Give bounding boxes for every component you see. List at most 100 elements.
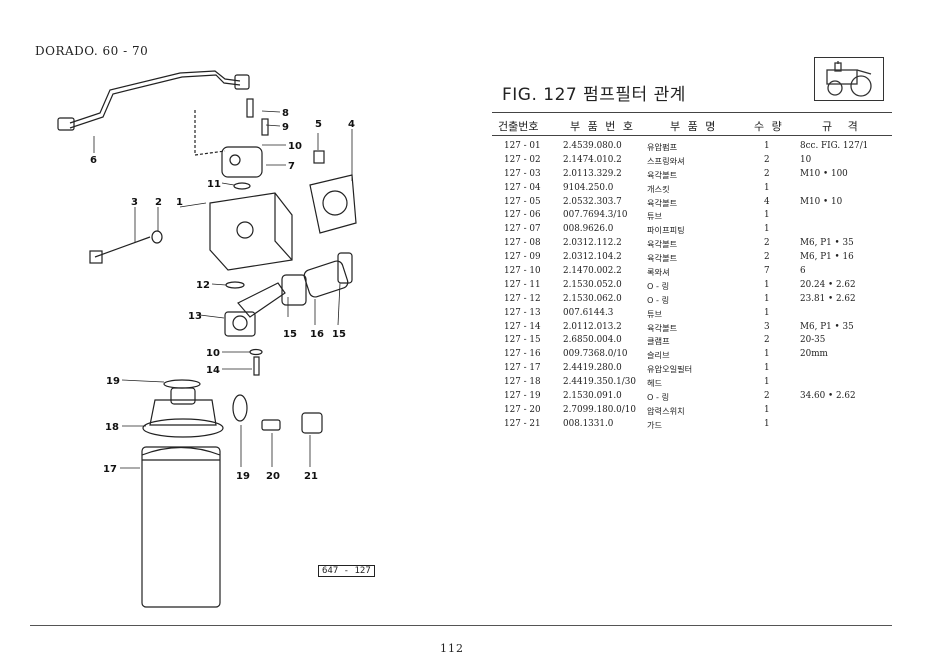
cell-spec: 20.24 • 2.62 — [800, 279, 856, 290]
cell-ref: 127 - 13 — [504, 307, 541, 318]
callout-6: 6 — [90, 155, 97, 166]
cell-part-name: 파이프피팅 — [647, 225, 685, 236]
cell-quantity: 2 — [764, 252, 770, 263]
plate-id: 647 - 127 — [318, 565, 375, 577]
cell-quantity: 1 — [764, 141, 770, 151]
cell-quantity: 7 — [764, 266, 770, 277]
cell-quantity: 2 — [764, 168, 770, 179]
cell-quantity: 1 — [764, 182, 770, 193]
cell-spec: 8cc. FIG. 127/1 — [800, 141, 869, 151]
cell-ref: 127 - 01 — [504, 141, 541, 151]
cell-part-name: 헤드 — [647, 378, 663, 389]
cell-part-name: 스프링와셔 — [647, 155, 685, 166]
cell-part-number: 2.0112.013.2 — [563, 321, 622, 332]
cell-spec: M10 • 100 — [800, 168, 848, 179]
callout-11: 11 — [207, 179, 221, 190]
cell-part-name: 육각볼트 — [647, 197, 678, 208]
cell-part-number: 2.0532.303.7 — [563, 196, 622, 207]
cell-ref: 127 - 07 — [504, 224, 541, 235]
header-ref: 건출번호 — [498, 120, 539, 133]
cell-part-name: O - 링 — [647, 280, 670, 291]
cell-part-number: 2.1474.010.2 — [563, 154, 622, 165]
tractor-icon — [814, 57, 884, 101]
cell-spec: 10 — [800, 154, 812, 165]
callout-2: 2 — [155, 197, 162, 208]
page-number: 112 — [440, 642, 464, 655]
cell-ref: 127 - 10 — [504, 266, 541, 277]
table-row: 127 - 18 2.4419.350.1/30 헤드 1 — [492, 377, 892, 391]
cell-part-name: 압력스위치 — [647, 405, 685, 416]
cell-spec: M10 • 10 — [800, 196, 843, 207]
cell-quantity: 1 — [764, 293, 770, 304]
cell-spec: 34.60 • 2.62 — [800, 391, 856, 402]
callout-15-left: 15 — [283, 329, 297, 340]
cell-part-name: 유압펌프 — [647, 142, 678, 152]
cell-ref: 127 - 15 — [504, 335, 541, 346]
callout-14: 14 — [206, 365, 220, 376]
callout-19-right: 19 — [236, 471, 250, 482]
cell-part-number: 2.1530.091.0 — [563, 391, 622, 402]
header-quantity: 수 량 — [754, 120, 784, 133]
cell-quantity: 1 — [764, 349, 770, 360]
cell-part-name: O - 링 — [647, 294, 670, 305]
cell-ref: 127 - 12 — [504, 293, 541, 304]
cell-part-number: 2.0113.329.2 — [563, 168, 622, 179]
callout-5: 5 — [315, 119, 322, 130]
header-part-number: 부 품 번 호 — [570, 120, 635, 133]
cell-part-number: 9104.250.0 — [563, 182, 614, 193]
cell-part-name: 개스킷 — [647, 183, 670, 194]
table-header-rule — [492, 135, 892, 136]
cell-quantity: 1 — [764, 377, 770, 388]
cell-part-number: 2.4419.280.0 — [563, 363, 622, 374]
callout-4: 4 — [348, 119, 355, 130]
cell-part-name: 육각볼트 — [647, 322, 678, 333]
cell-quantity: 1 — [764, 363, 770, 374]
cell-part-number: 007.7694.3/10 — [563, 210, 628, 221]
header-spec: 규 격 — [822, 120, 864, 133]
exploded-parts-drawing: 6 8 9 10 7 11 5 4 3 2 1 12 13 15 16 15 1… — [57, 70, 357, 608]
header-part-name: 부 품 명 — [670, 120, 718, 133]
cell-spec: 20-35 — [800, 335, 826, 346]
callout-19-left: 19 — [106, 376, 120, 387]
cell-part-number: 2.1530.062.0 — [563, 293, 622, 304]
callout-9: 9 — [282, 122, 289, 133]
cell-ref: 127 - 21 — [504, 418, 541, 429]
cell-spec: 6 — [800, 266, 806, 277]
cell-ref: 127 - 14 — [504, 321, 541, 332]
callout-12: 12 — [196, 280, 210, 291]
cell-part-number: 2.4419.350.1/30 — [563, 377, 636, 388]
cell-quantity: 2 — [764, 238, 770, 249]
cell-ref: 127 - 17 — [504, 363, 541, 374]
cell-part-name: 클램프 — [647, 336, 670, 347]
cell-part-name: O - 링 — [647, 392, 670, 403]
cell-part-number: 008.9626.0 — [563, 224, 614, 235]
callout-8: 8 — [282, 108, 289, 119]
cell-spec: 20mm — [800, 349, 828, 360]
cell-ref: 127 - 09 — [504, 252, 541, 263]
callout-18: 18 — [105, 422, 119, 433]
cell-spec: M6, P1 • 16 — [800, 252, 854, 263]
cell-ref: 127 - 08 — [504, 238, 541, 249]
cell-part-number: 2.1530.052.0 — [563, 279, 622, 290]
model-title: DORADO. 60 - 70 — [35, 44, 149, 58]
cell-quantity: 4 — [764, 196, 770, 207]
cell-spec: 23.81 • 2.62 — [800, 293, 856, 304]
footer-rule — [30, 625, 892, 626]
cell-quantity: 2 — [764, 335, 770, 346]
callout-1: 1 — [176, 197, 183, 208]
cell-ref: 127 - 18 — [504, 377, 541, 388]
cell-part-number: 2.0312.112.2 — [563, 238, 622, 249]
cell-ref: 127 - 11 — [504, 279, 541, 290]
callout-20: 20 — [266, 471, 280, 482]
